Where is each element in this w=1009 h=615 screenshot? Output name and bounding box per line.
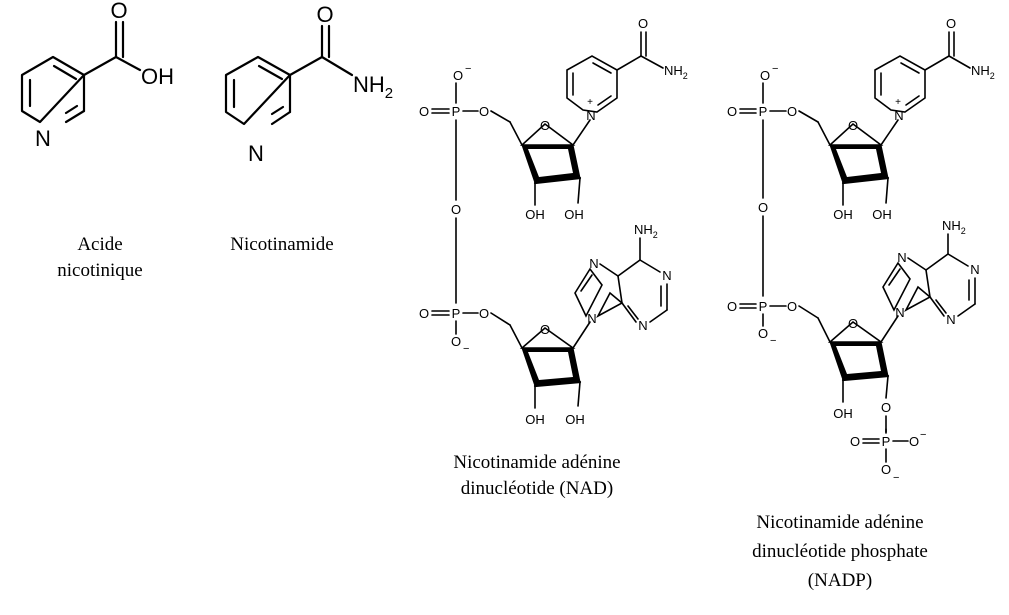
atom-N9: N: [895, 305, 904, 320]
caption-line: dinucléotide (NAD): [461, 478, 613, 499]
atom-NH2: NH2: [353, 72, 393, 102]
caption-nicotinic-acid: Acide nicotinique: [57, 234, 142, 281]
atom-O: O: [946, 16, 956, 31]
atom-N: N: [248, 141, 264, 166]
atom-N-plus: N: [894, 108, 903, 123]
atom-P: P: [759, 104, 768, 119]
nh-label: NH: [634, 222, 653, 237]
nadp-structure: O − O P O O O OH OH N + O: [727, 16, 995, 484]
atom-O-double: O: [419, 306, 429, 321]
atom-OH: OH: [525, 207, 545, 222]
nh-label: NH: [353, 72, 385, 97]
atom-P: P: [452, 306, 461, 321]
caption-line: Nicotinamide adénine: [453, 452, 620, 473]
charge-minus: −: [770, 335, 776, 347]
atom-O-minus: O: [909, 434, 919, 449]
atom-O-double: O: [727, 104, 737, 119]
atom-O-minus: O: [453, 68, 463, 83]
atom-O: O: [638, 16, 648, 31]
atom-O-double: O: [727, 299, 737, 314]
atom-O-double: O: [850, 434, 860, 449]
atom-O-minus: O: [758, 326, 768, 341]
atom-N3: N: [946, 312, 955, 327]
nicotinic-acid-structure: N O OH: [20, 0, 174, 151]
atom-O-double: O: [419, 104, 429, 119]
atom-OH: OH: [833, 207, 853, 222]
subscript-2: 2: [683, 71, 688, 81]
charge-minus: −: [920, 429, 926, 441]
atom-O-bridge: O: [787, 299, 797, 314]
nicotinamide-structure: N O NH2: [224, 2, 393, 166]
atom-N9: N: [587, 311, 596, 326]
atom-NH2: NH2: [942, 218, 966, 236]
caption-line: Nicotinamide: [230, 234, 333, 255]
atom-N3: N: [638, 318, 647, 333]
atom-OH: OH: [872, 207, 892, 222]
atom-N7: N: [589, 256, 598, 271]
atom-O-minus: O: [451, 334, 461, 349]
caption-line: Acide: [77, 234, 122, 255]
atom-O-anhydride: O: [758, 200, 768, 215]
caption-nadp: Nicotinamide adénine dinucléotide phosph…: [752, 512, 928, 591]
atom-P: P: [882, 434, 891, 449]
atom-O: O: [110, 0, 127, 23]
charge-plus: +: [587, 97, 593, 108]
atom-NH2: NH2: [971, 63, 995, 81]
atom-P: P: [759, 299, 768, 314]
charge-plus: +: [895, 97, 901, 108]
atom-O-bridge: O: [479, 306, 489, 321]
atom-O-minus: O: [760, 68, 770, 83]
atom-OH: OH: [525, 412, 545, 427]
atom-O-anhydride: O: [451, 202, 461, 217]
atom-OH: OH: [833, 406, 853, 421]
atom-N-plus: N: [586, 108, 595, 123]
nh-label: NH: [942, 218, 961, 233]
atom-P: P: [452, 104, 461, 119]
caption-nad: Nicotinamide adénine dinucléotide (NAD): [453, 452, 620, 499]
atom-O-ring: O: [848, 316, 858, 331]
atom-O-minus: O: [881, 462, 891, 477]
atom-OH: OH: [565, 412, 585, 427]
nh-label: NH: [971, 63, 990, 78]
atom-O-ring: O: [540, 118, 550, 133]
charge-minus: −: [465, 63, 471, 75]
atom-OH: OH: [564, 207, 584, 222]
nh-label: NH: [664, 63, 683, 78]
caption-line: nicotinique: [57, 260, 142, 281]
atom-N: N: [35, 126, 51, 151]
charge-minus: −: [772, 63, 778, 75]
caption-nicotinamide: Nicotinamide: [230, 234, 333, 255]
subscript-2: 2: [385, 85, 393, 102]
atom-OH: OH: [141, 64, 174, 89]
atom-O-bridge: O: [787, 104, 797, 119]
atom-NH2: NH2: [664, 63, 688, 81]
atom-O-ring: O: [540, 322, 550, 337]
atom-N7: N: [897, 250, 906, 265]
atom-O-ring: O: [848, 118, 858, 133]
atom-O-2prime: O: [881, 400, 891, 415]
atom-N1: N: [662, 268, 671, 283]
subscript-2: 2: [961, 226, 966, 236]
caption-line: Nicotinamide adénine: [756, 512, 923, 533]
subscript-2: 2: [653, 230, 658, 240]
atom-O: O: [316, 2, 333, 27]
atom-O-bridge: O: [479, 104, 489, 119]
subscript-2: 2: [990, 71, 995, 81]
nad-structure: O − O P O O O OH OH N + O: [419, 16, 688, 427]
charge-minus: −: [463, 343, 469, 355]
atom-N1: N: [970, 262, 979, 277]
atom-NH2: NH2: [634, 222, 658, 240]
caption-line: dinucléotide phosphate: [752, 541, 928, 562]
charge-minus: −: [893, 472, 899, 484]
caption-line: (NADP): [808, 570, 872, 591]
